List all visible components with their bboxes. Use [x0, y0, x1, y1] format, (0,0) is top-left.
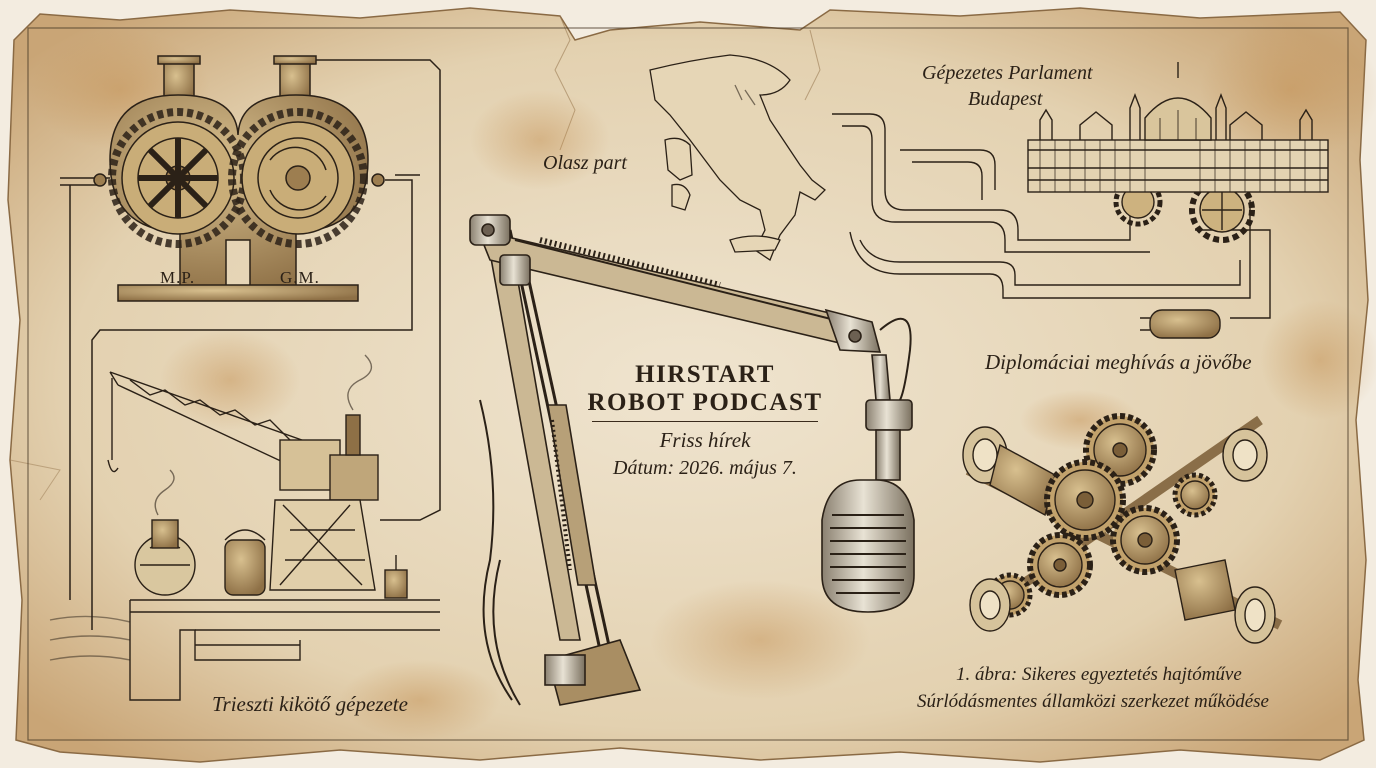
podcast-title-line2: ROBOT PODCAST — [587, 389, 823, 416]
parliament-pipes — [832, 62, 1329, 339]
parliament-label-line2: Budapest — [968, 88, 1043, 110]
trieste-port-label: Trieszti kikötő gépezete — [212, 692, 408, 716]
figure-caption-line2: Súrlódásmentes államközi szerkezet működ… — [917, 691, 1269, 712]
invitation-label: Diplomáciai meghívás a jövőbe — [985, 350, 1252, 374]
parliament-label-line1: Gépezetes Parlament — [922, 62, 1093, 84]
gear-assembly — [962, 413, 1283, 644]
paper-stains — [30, 20, 1376, 740]
gear-label-left: M.P. — [160, 268, 196, 287]
italy-coast-label: Olasz part — [543, 152, 627, 174]
microphone-boom-arm — [469, 214, 915, 706]
harbor-crane-machine — [49, 354, 440, 701]
twin-gear-machine — [60, 55, 441, 630]
figure-caption-line1: 1. ábra: Sikeres egyeztetés hajtóműve — [956, 664, 1242, 685]
gear-label-right: G.M. — [280, 268, 320, 287]
podcast-subtitle: Friss hírek — [659, 428, 751, 452]
podcast-date: Dátum: 2026. május 7. — [613, 457, 797, 479]
podcast-title-line1: HIRSTART — [635, 361, 775, 388]
italy-map — [649, 54, 826, 261]
title-divider — [592, 421, 818, 422]
